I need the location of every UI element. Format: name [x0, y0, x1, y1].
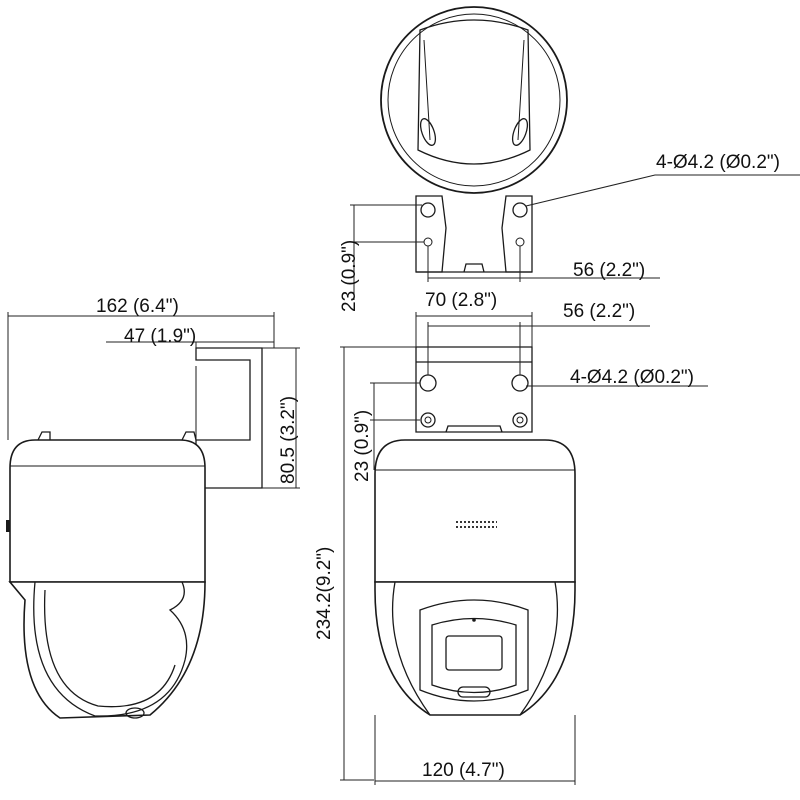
- front-view: [374, 346, 576, 716]
- side-dome: [8, 581, 206, 719]
- front-mount-hole-2: [511, 374, 529, 392]
- side-dome-led: [125, 707, 145, 719]
- front-lens-housing: [419, 599, 529, 702]
- top-bracket-outline: [415, 195, 533, 273]
- front-speaker-grille: [456, 521, 497, 528]
- front-ir-led: [457, 686, 491, 698]
- top-view-side-lines: [423, 39, 525, 141]
- top-bracket-hole-1: [420, 202, 436, 218]
- front-lens: [445, 635, 503, 671]
- front-lens-window: [431, 617, 517, 694]
- top-bracket-hole-2: [512, 202, 528, 218]
- side-bracket-arm: [195, 347, 263, 489]
- front-mount-hole-3-inner: [424, 416, 432, 424]
- front-body: [374, 439, 576, 583]
- side-dome-arm: [33, 581, 188, 717]
- vertical-spacing-top-label: 23 (0.9"): [339, 240, 360, 312]
- base-width-label: 120 (4.7"): [422, 760, 505, 781]
- hole-spacing-top-label: 56 (2.2"): [573, 260, 645, 281]
- front-dome-arms: [391, 581, 559, 716]
- top-view-dome-outline: [380, 6, 568, 194]
- top-view-dome-inner: [387, 13, 561, 187]
- top-bracket-hole-4: [515, 237, 525, 247]
- top-view-slot-left: [419, 118, 437, 146]
- front-mount-hole-4: [512, 412, 528, 428]
- front-mount-hole-1: [419, 374, 437, 392]
- top-bracket-dims: 23 (0.9") 56 (2.2") 4-Ø4.2 (Ø0.2"): [339, 152, 800, 312]
- bracket-offset-label: 47 (1.9"): [124, 326, 196, 347]
- top-bracket-base: [416, 263, 532, 273]
- mount-width-top-label: 70 (2.8"): [425, 290, 497, 311]
- hole-spec-mid-label: 4-Ø4.2 (Ø0.2"): [570, 367, 694, 388]
- hole-spacing-bottom-label: 56 (2.2"): [563, 301, 635, 322]
- top-view-slot-right: [511, 118, 529, 146]
- top-view-lens-housing: [417, 19, 531, 165]
- hole-spec-top-label: 4-Ø4.2 (Ø0.2"): [656, 152, 780, 173]
- bracket-height-label: 80.5 (3.2"): [278, 396, 299, 484]
- top-bracket: [415, 195, 533, 273]
- top-bracket-hole-3: [423, 237, 433, 247]
- front-mount-plate: [415, 346, 533, 433]
- front-sensor-dot: [472, 618, 476, 622]
- front-view-dims: 70 (2.8") 56 (2.2") 4-Ø4.2 (Ø0.2") 23 (0…: [314, 290, 708, 785]
- front-dome: [374, 581, 576, 716]
- overall-width-label: 162 (6.4"): [96, 296, 179, 317]
- top-view: [380, 6, 568, 194]
- side-view: [6, 347, 263, 719]
- front-mount-hole-3: [420, 412, 436, 428]
- side-view-dims: 162 (6.4") 47 (1.9") 80.5 (3.2"): [7, 296, 300, 489]
- vertical-spacing-mid-label: 23 (0.9"): [352, 410, 373, 482]
- side-port: [6, 520, 10, 532]
- side-body-clips: [37, 431, 197, 441]
- side-body: [9, 439, 206, 583]
- overall-height-label: 234.2(9.2"): [314, 547, 335, 640]
- front-mount-hole-4-inner: [516, 416, 524, 424]
- front-mount-neck: [445, 425, 503, 433]
- side-dome-inner: [43, 589, 176, 708]
